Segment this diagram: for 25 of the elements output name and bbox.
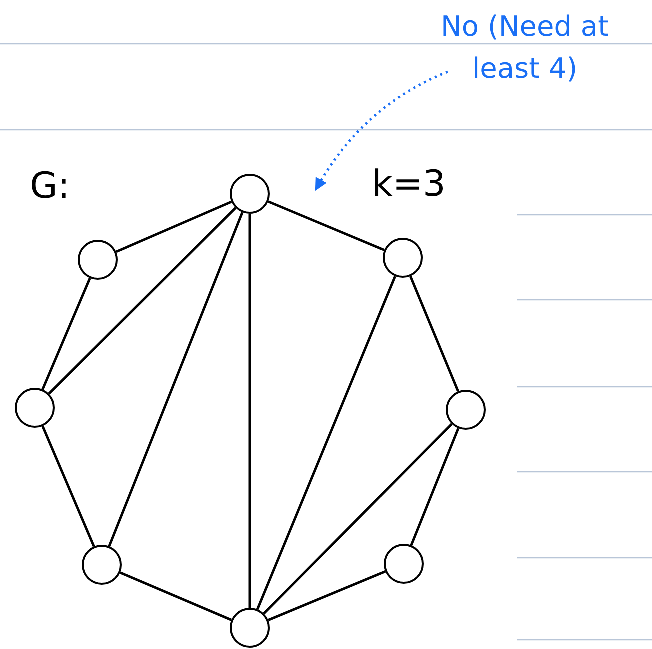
graph-edge [263,423,453,615]
vertex-circle [446,390,486,430]
graph-edge [410,276,460,392]
graph-label: k=3 [372,164,446,205]
graph-edge [256,276,397,610]
leader-arrow [314,70,448,192]
vertex-circle [78,240,118,280]
vertex-circle [230,174,270,214]
graph-edge [48,207,237,395]
graph-edge [268,200,386,252]
handwritten-note: No (Need at least 4) [440,9,610,87]
vertex-circle [383,238,423,278]
vertex-circle [230,608,270,648]
graph-edge [410,428,460,546]
vertex-circle [82,545,122,585]
graph-edge [120,572,232,622]
vertex-circle [15,388,55,428]
graph-edge [42,278,92,390]
graph-label: G: [30,166,70,207]
graph-edge [248,214,252,608]
graph-edge [268,570,386,622]
vertex-circle [384,544,424,584]
graph-edge [42,426,96,548]
graph-edge [116,200,232,254]
graph-edge [108,212,244,547]
